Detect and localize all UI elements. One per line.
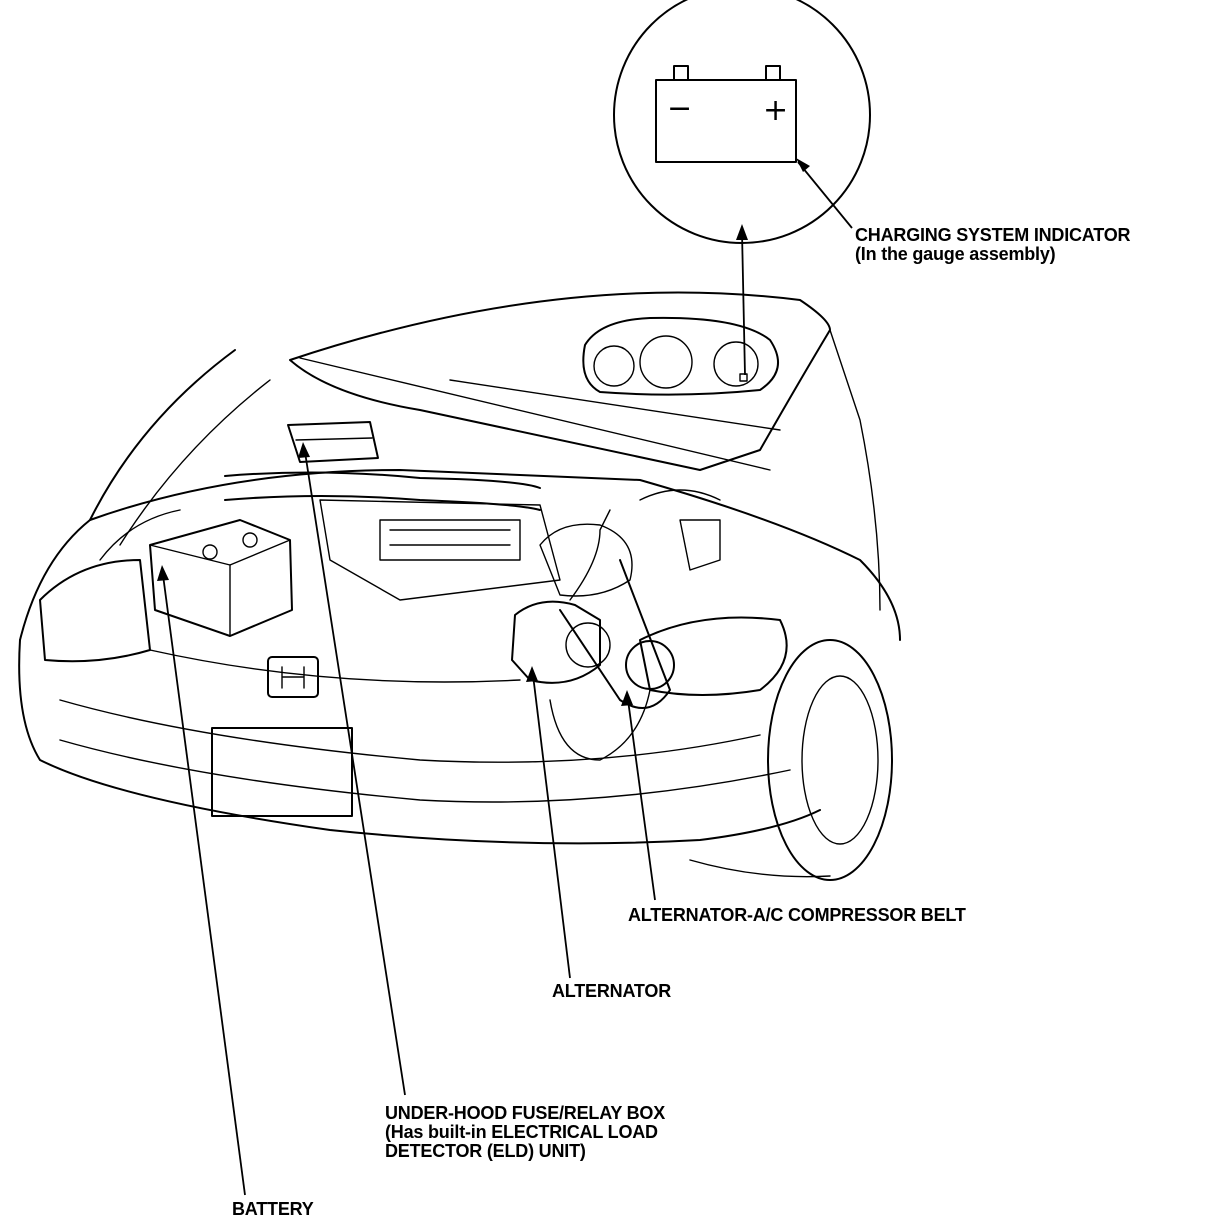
leader-lines bbox=[157, 442, 656, 1196]
open-hood bbox=[289, 291, 831, 471]
battery-unit bbox=[149, 519, 293, 637]
fuse-box-line2: (Has built-in ELECTRICAL LOAD bbox=[385, 1122, 658, 1142]
car-body bbox=[18, 291, 901, 881]
ac-pulley bbox=[625, 640, 675, 690]
fuse-box-label: UNDER-HOOD FUSE/RELAY BOX (Has built-in … bbox=[385, 1104, 665, 1161]
charging-indicator-title: CHARGING SYSTEM INDICATOR bbox=[855, 225, 1131, 245]
battery-leader bbox=[162, 574, 246, 1196]
minus-symbol: − bbox=[667, 91, 692, 126]
alternator-label: ALTERNATOR bbox=[552, 981, 671, 1001]
inset-arrowhead bbox=[736, 224, 748, 240]
right-headlight bbox=[639, 616, 788, 696]
alternator-unit bbox=[511, 600, 601, 684]
charging-indicator-note: (In the gauge assembly) bbox=[855, 244, 1056, 264]
fuse-relay-box bbox=[287, 421, 379, 463]
battery-terminal-neg bbox=[673, 65, 689, 81]
plus-symbol: + bbox=[763, 93, 788, 128]
engine-bay-rim bbox=[19, 469, 901, 641]
front-bumper bbox=[18, 639, 821, 845]
battery-terminal-pos bbox=[765, 65, 781, 81]
left-headlight bbox=[39, 559, 151, 663]
indicator-arrowhead bbox=[796, 158, 810, 172]
belt-label: ALTERNATOR-A/C COMPRESSOR BELT bbox=[628, 905, 966, 925]
alternator-pulley bbox=[565, 622, 611, 668]
engine-bay bbox=[99, 421, 721, 761]
license-plate bbox=[211, 727, 353, 817]
belt-leader bbox=[627, 699, 656, 901]
inset-circle bbox=[613, 0, 871, 244]
indicator-leader-line bbox=[797, 161, 853, 229]
emblem-icon bbox=[267, 656, 319, 698]
gauge-to-inset-arrow bbox=[741, 231, 746, 376]
battery-label: BATTERY bbox=[232, 1199, 314, 1219]
charging-indicator-label: CHARGING SYSTEM INDICATOR (In the gauge … bbox=[855, 225, 1131, 264]
fuse-box-leader bbox=[304, 451, 406, 1096]
gauge-cluster bbox=[582, 316, 779, 396]
front-wheel bbox=[767, 639, 893, 881]
fuse-box-line3: DETECTOR (ELD) UNIT) bbox=[385, 1141, 586, 1161]
hood-edge bbox=[299, 357, 771, 471]
fuse-box-line1: UNDER-HOOD FUSE/RELAY BOX bbox=[385, 1103, 666, 1123]
battery-symbol-icon bbox=[655, 79, 797, 163]
drive-belt bbox=[559, 559, 671, 709]
indicator-inset: − + bbox=[613, 0, 871, 376]
indicator-lamp-icon bbox=[739, 373, 748, 382]
alternator-leader bbox=[532, 674, 571, 979]
